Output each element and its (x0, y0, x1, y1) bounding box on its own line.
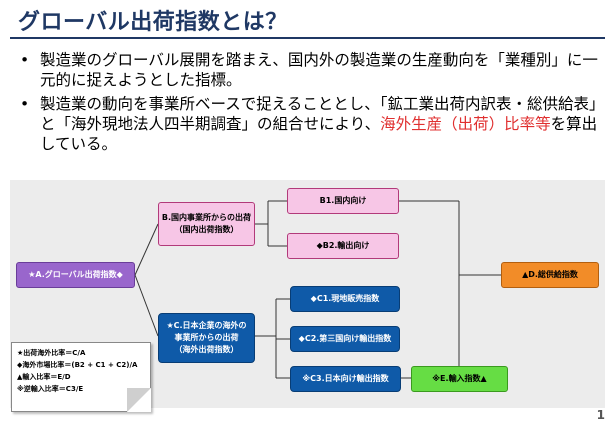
connector-lines (134, 200, 501, 379)
bullet-dot: • (20, 51, 30, 69)
node-e-label: ※E.輸入指数▲ (432, 374, 487, 383)
page-title: グローバル出荷指数とは？ (18, 10, 288, 35)
node-c2-third-country-export: ◆C2.第三国向け輸出指数 (290, 326, 400, 352)
formula-line: ★出荷海外比率＝C/A (17, 349, 86, 357)
node-c1-local-sales: ◆C1.現地販売指数 (290, 286, 400, 312)
bullet-item: • 製造業のグローバル展開を踏まえ、国内外の製造業の生産動向を「業種別」に一元的… (16, 50, 608, 90)
node-b1-domestic: B1.国内向け (287, 188, 399, 214)
node-b-line2: （国内出荷指数） (174, 225, 239, 234)
bullet-highlight: 海外生産（出荷）比率等 (380, 115, 551, 133)
bullet-text: 製造業の動向を事業所ベースで捉えることとし、「鉱工業出荷内訳表・総供給表」と「海… (40, 95, 605, 133)
node-c3-label: ※C3.日本向け輸出指数 (302, 374, 389, 383)
formula-line: ▲輸入比率＝E/D (17, 373, 71, 381)
title-divider (10, 37, 605, 39)
node-a-global-shipment-index: ★A.グローバル出荷指数◆ (16, 262, 135, 288)
page-fold-corner (127, 388, 151, 412)
node-d-total-supply: ▲D.総供給指数 (501, 262, 599, 288)
index-structure-diagram: ★A.グローバル出荷指数◆ B.国内事業所からの出荷 （国内出荷指数） B1.国… (10, 180, 605, 408)
node-b1-label: B1.国内向け (319, 196, 367, 205)
node-a-label: ★A.グローバル出荷指数◆ (28, 270, 123, 279)
formula-line: ◆海外市場比率＝(B2 + C1 + C2)/A (17, 361, 138, 369)
node-e-import-index: ※E.輸入指数▲ (411, 366, 508, 392)
bullet-text-tail: を算出している。 (40, 115, 598, 153)
node-c2-label: ◆C2.第三国向け輸出指数 (298, 334, 392, 343)
node-b-line1: B.国内事業所からの出荷 (161, 213, 252, 222)
bullet-item: • 製造業の動向を事業所ベースで捉えることとし、「鉱工業出荷内訳表・総供給表」と… (16, 94, 608, 154)
formula-line: ※逆輸入比率＝C3/E (17, 385, 84, 393)
page-number: 1 (596, 408, 605, 422)
node-b2-label: ◆B2.輸出向け (316, 241, 370, 250)
node-b-domestic-shipment: B.国内事業所からの出荷 （国内出荷指数） (158, 202, 255, 246)
node-c-line3: （海外出荷指数） (174, 345, 239, 354)
node-c1-label: ◆C1.現地販売指数 (310, 294, 380, 303)
node-c-line2: 事業所からの出荷 (174, 333, 239, 342)
node-c-line1: ★C.日本企業の海外の (166, 321, 247, 330)
node-c-overseas-shipment: ★C.日本企業の海外の 事業所からの出荷 （海外出荷指数） (158, 313, 255, 363)
ratio-formula-note: ★出荷海外比率＝C/A ◆海外市場比率＝(B2 + C1 + C2)/A ▲輸入… (11, 342, 151, 412)
bullet-list: • 製造業のグローバル展開を踏まえ、国内外の製造業の生産動向を「業種別」に一元的… (16, 50, 608, 158)
node-c3-export-to-japan: ※C3.日本向け輸出指数 (290, 366, 401, 392)
node-b2-export: ◆B2.輸出向け (287, 233, 399, 259)
bullet-text: 製造業のグローバル展開を踏まえ、国内外の製造業の生産動向を「業種別」に一元的に捉… (40, 51, 598, 89)
bullet-dot: • (20, 95, 30, 113)
node-d-label: ▲D.総供給指数 (522, 270, 578, 279)
